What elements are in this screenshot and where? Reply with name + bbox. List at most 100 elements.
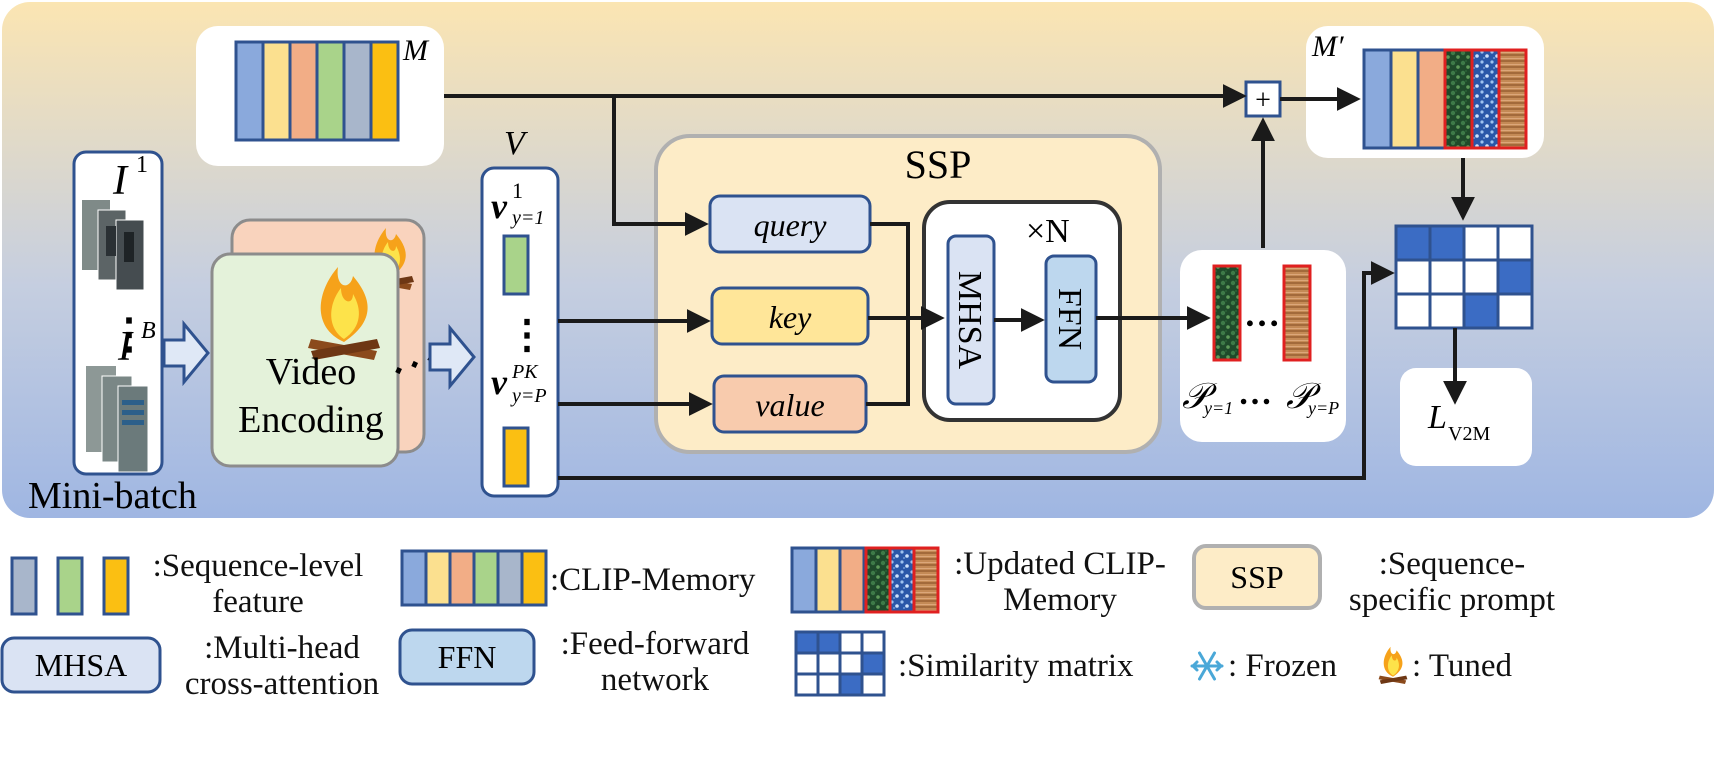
memory-slot: [261, 40, 292, 142]
feature-flow-arrow: [428, 323, 476, 391]
matrix-cell: [838, 630, 864, 655]
value-to-block-line: [866, 318, 910, 406]
prompt-first-sub: y=1: [1202, 398, 1233, 418]
matrix-cell: [1394, 258, 1432, 296]
ssp-title: SSP: [905, 142, 972, 187]
matrix-cell: [794, 651, 820, 676]
feature-first-symbol: v: [491, 186, 508, 226]
sequence-feature-yellow: [502, 426, 530, 488]
matrix-cell: [1428, 292, 1466, 330]
matrix-cell: [794, 630, 820, 655]
legend-ffn-box-label: FFN: [438, 639, 497, 675]
prompt-slot-wood: [1497, 48, 1528, 150]
legend-mhsa-label: :Multi-head cross-attention: [184, 630, 380, 702]
legend-ssp-box-label: SSP: [1230, 559, 1283, 595]
prompt-slot-green: [1443, 48, 1474, 150]
feature-ellipsis: ⋮: [507, 312, 547, 357]
matrix-cell: [1496, 292, 1534, 330]
input-flow-arrow: [162, 319, 210, 387]
matrix-cell: [816, 651, 842, 676]
clip-label-first: I: [112, 158, 129, 204]
mhsa-label: MHSA: [951, 271, 988, 370]
updated-memory-label: M′: [1311, 30, 1344, 63]
snowflake-icon: [1190, 651, 1224, 681]
video-encoder-label-line2: Encoding: [238, 399, 384, 441]
sequence-feature-column: [480, 166, 560, 498]
matrix-cell: [794, 672, 820, 697]
feature-first-sup: 1: [512, 178, 523, 203]
mini-batch-label: Mini-batch: [28, 475, 197, 517]
clip-ellipsis: ⋮: [108, 312, 150, 358]
legend-clip-memory-label: :CLIP-Memory: [550, 562, 756, 598]
prompt-ellipsis: …: [1244, 294, 1280, 334]
matrix-cell: [838, 672, 864, 697]
updated-clip-memory-bank: [1362, 48, 1528, 150]
matrix-cell: [1394, 292, 1432, 330]
query-label: query: [754, 207, 828, 243]
video-encoder-label-line1: Video: [266, 351, 357, 393]
pedestrian-clip-first: [82, 200, 145, 291]
matrix-cell: [1394, 224, 1432, 262]
key-label: key: [769, 299, 812, 335]
memory-to-query-arrow: [612, 96, 709, 236]
matrix-cell: [1462, 292, 1500, 330]
loss-subscript: V2M: [1448, 423, 1490, 445]
legend-tuned-label: : Tuned: [1412, 648, 1512, 684]
matrix-cell: [1462, 224, 1500, 262]
memory-label: M: [402, 34, 430, 67]
legend-frozen-label: : Frozen: [1228, 648, 1338, 684]
memory-slot: [234, 40, 265, 142]
prompt-first: [1212, 264, 1242, 362]
memory-slot: [1416, 48, 1447, 150]
clip-label-first-index: 1: [136, 152, 148, 178]
prompt-slot-blue: [1470, 48, 1501, 150]
matrix-cell: [816, 630, 842, 655]
prompt-last-sub: y=P: [1306, 398, 1339, 418]
pedestrian-clip-last: [86, 366, 149, 473]
legend-updated-memory-label: :Updated CLIP-Memory: [954, 546, 1166, 618]
legend-ssp-swatch: [1192, 544, 1322, 610]
legend-ffn-label: :Feed-forward network: [560, 626, 750, 698]
clip-label-last-index: B: [141, 318, 156, 344]
matrix-cell: [860, 672, 886, 697]
legend-updated-memory-swatch: [790, 546, 940, 614]
memory-slot: [315, 40, 346, 142]
memory-slot: [369, 40, 400, 142]
value-label: value: [755, 387, 824, 423]
legend-sequence-feature-swatches: [10, 556, 130, 616]
legend-mhsa-swatch: [0, 636, 162, 694]
legend-similarity-label: :Similarity matrix: [898, 648, 1134, 684]
matrix-cell: [860, 651, 886, 676]
feature-last-sub: y=P: [510, 385, 547, 407]
loss-card: [1400, 368, 1532, 466]
legend-seq-feature-label: :Sequence-level feature: [152, 548, 364, 620]
memory-slot: [342, 40, 373, 142]
legend-mhsa-box-label: MHSA: [35, 647, 127, 683]
legend-ssp-label: :Sequence-specific prompt: [1348, 546, 1556, 618]
add-operator-symbol: +: [1255, 85, 1271, 116]
layer-repeat-label: ×N: [1026, 213, 1070, 250]
matrix-cell: [816, 672, 842, 697]
matrix-cell: [1496, 258, 1534, 296]
matrix-cell: [1428, 258, 1466, 296]
matrix-cell: [860, 630, 886, 655]
matrix-cell: [838, 651, 864, 676]
clip-label-last: I: [117, 324, 134, 370]
query-to-block-line: [870, 222, 910, 318]
feature-to-matrix-arrow: [558, 261, 1395, 480]
feature-last-symbol: v: [491, 362, 508, 402]
legend-ffn-swatch: [398, 628, 536, 686]
matrix-cell: [1428, 224, 1466, 262]
memory-slot: [1389, 48, 1420, 150]
prompt-mid-ellipsis: …: [1238, 375, 1272, 412]
memory-slot: [288, 40, 319, 142]
similarity-matrix: [1394, 224, 1534, 330]
memory-slot: [1362, 48, 1393, 150]
matrix-cell: [1496, 224, 1534, 262]
legend-similarity-matrix-swatch: [794, 630, 886, 697]
ffn-label: FFN: [1051, 288, 1088, 350]
feature-last-sup: PK: [511, 361, 539, 383]
clip-memory-bank: [234, 40, 400, 142]
sequence-feature-green: [502, 234, 530, 296]
